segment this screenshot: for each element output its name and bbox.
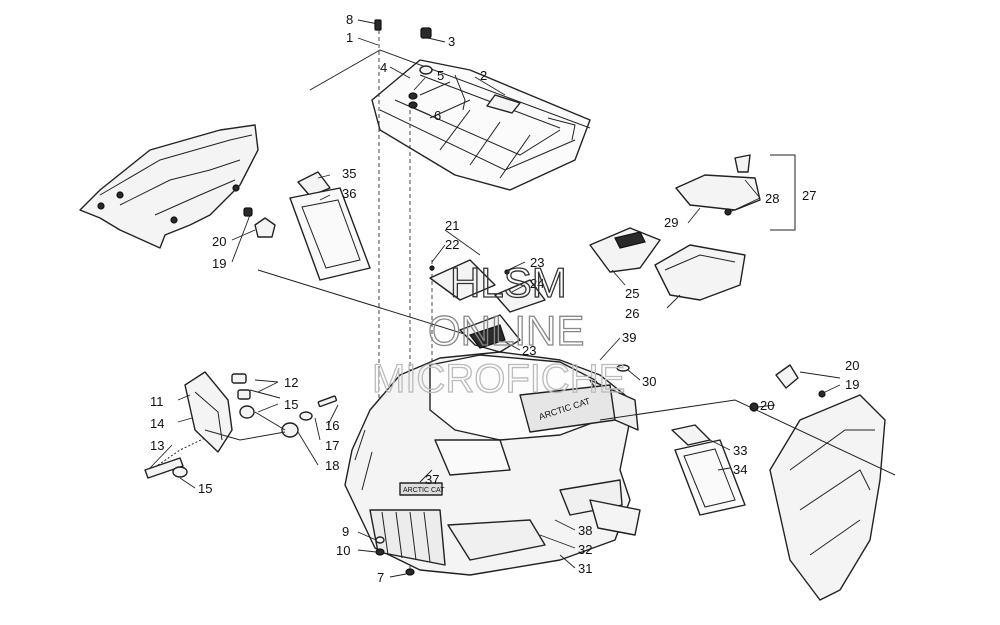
misc-leaders (539, 337, 641, 569)
callout-35: 35 (342, 166, 356, 181)
callout-27: 27 (802, 188, 816, 203)
top-right-box (675, 154, 796, 231)
front-rack (371, 59, 591, 191)
watermark-line2: ONLINE (428, 307, 584, 354)
decal-2 (486, 94, 521, 114)
callout-24: 24 (530, 276, 544, 291)
callout-15-bottom: 15 (198, 481, 212, 496)
front-fender: ARCTIC CAT ARCTIC CAT (344, 351, 641, 576)
callout-28: 28 (765, 191, 779, 206)
callout-15: 15 (284, 397, 298, 412)
callout-23-top: 23 (530, 255, 544, 270)
callout-19-right: 19 (845, 377, 859, 392)
callout-13: 13 (150, 438, 164, 453)
callout-30: 30 (642, 374, 656, 389)
callout-5: 5 (437, 68, 444, 83)
headlight-assembly (144, 371, 339, 489)
leader-lines-rack (309, 19, 591, 129)
callout-26: 26 (625, 306, 639, 321)
decal-35-36 (289, 171, 371, 281)
callout-12: 12 (284, 375, 298, 390)
callout-36: 36 (342, 186, 356, 201)
guide-line-left (257, 269, 501, 346)
callout-37: 37 (425, 472, 439, 487)
guide-line-right (599, 399, 896, 476)
callout-10: 10 (336, 543, 350, 558)
callout-11: 11 (150, 394, 164, 409)
rack-fasteners (374, 19, 433, 109)
callout-16: 16 (325, 418, 339, 433)
watermark: HLSM ONLINE MICROFICHE (371, 258, 626, 401)
callout-19-left: 19 (212, 256, 226, 271)
storage-box (589, 227, 746, 309)
callout-9: 9 (342, 524, 349, 539)
callout-20-left: 20 (212, 234, 226, 249)
callout-18: 18 (325, 458, 339, 473)
callout-6: 6 (434, 108, 441, 123)
callout-33: 33 (733, 443, 747, 458)
callout-8: 8 (346, 12, 353, 27)
callout-1: 1 (346, 30, 353, 45)
left-panel-fasteners (231, 207, 276, 263)
callout-21: 21 (445, 218, 459, 233)
callout-3: 3 (448, 34, 455, 49)
callout-38: 38 (578, 523, 592, 538)
watermark-line1: HLSM (450, 259, 567, 306)
callout-20-right: 20 (845, 358, 859, 373)
left-side-panel (79, 124, 259, 249)
center-cover (429, 229, 546, 353)
watermark-line3: MICROFICHE (372, 357, 625, 401)
right-side-panel (749, 364, 886, 601)
callout-32: 32 (578, 542, 592, 557)
callout-29: 29 (664, 215, 678, 230)
callout-17: 17 (325, 438, 339, 453)
callout-14: 14 (150, 416, 164, 431)
decal-33-34 (671, 424, 746, 516)
callout-22: 22 (445, 237, 459, 252)
callout-labels: 8 1 3 2 4 5 6 35 36 20 19 21 22 23 24 23… (150, 12, 859, 585)
callout-31: 31 (578, 561, 592, 576)
callout-25: 25 (625, 286, 639, 301)
callout-7: 7 (377, 570, 384, 585)
callout-20-mid: 20 (760, 398, 774, 413)
callout-2: 2 (480, 68, 487, 83)
bottom-fasteners (357, 469, 433, 578)
grille-badge: ARCTIC CAT (403, 487, 445, 494)
callout-39: 39 (622, 330, 636, 345)
callout-23-bottom: 23 (522, 343, 536, 358)
callout-4: 4 (380, 60, 387, 75)
callout-34: 34 (733, 462, 747, 477)
